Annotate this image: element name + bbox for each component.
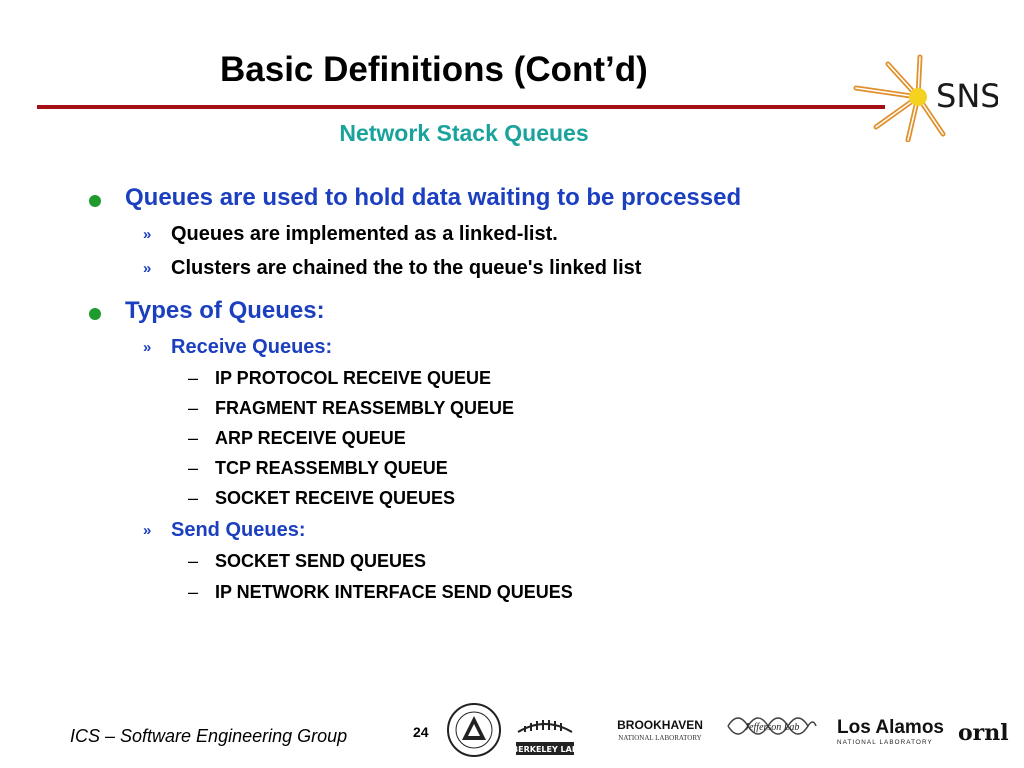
- dash-bullet-icon: –: [188, 488, 199, 508]
- brookhaven-logo: BROOKHAVEN NATIONAL LABORATORY: [617, 718, 703, 742]
- jefferson-lab-text: Jefferson Lab: [745, 722, 800, 733]
- chevron-bullet-icon: »: [143, 522, 152, 539]
- jefferson-lab-logo: Jefferson Lab: [727, 717, 817, 735]
- bullet-level2: Send Queues:: [171, 519, 306, 541]
- bullet-level1: Types of Queues:: [125, 297, 325, 324]
- chevron-bullet-icon: »: [143, 226, 152, 243]
- dash-bullet-icon: –: [188, 458, 199, 478]
- brookhaven-subtext: NATIONAL LABORATORY: [618, 734, 701, 742]
- slide-title: Basic Definitions (Cont’d): [220, 50, 648, 89]
- argonne-seal-logo: [447, 703, 501, 757]
- dash-bullet-icon: –: [188, 368, 199, 388]
- los-alamos-logo: Los Alamos NATIONAL LABORATORY: [837, 717, 944, 746]
- slide-subtitle: Network Stack Queues: [339, 120, 589, 146]
- dash-bullet-icon: –: [188, 398, 199, 418]
- bullet-level3: FRAGMENT REASSEMBLY QUEUE: [215, 398, 515, 418]
- dash-bullet-icon: –: [188, 428, 199, 448]
- chevron-bullet-icon: »: [143, 339, 152, 356]
- sns-logo-text: SNS: [936, 77, 998, 115]
- ornl-logo: ornl: [958, 720, 1009, 746]
- dash-bullet-icon: –: [188, 582, 199, 602]
- los-alamos-text: Los Alamos: [837, 717, 944, 738]
- bullet-level3: SOCKET SEND QUEUES: [215, 551, 427, 571]
- bullet-level2: Clusters are chained the to the queue's …: [171, 257, 642, 279]
- dash-bullet-icon: –: [188, 551, 199, 571]
- bullet-dot-icon: [89, 308, 101, 320]
- bullet-level3: IP NETWORK INTERFACE SEND QUEUES: [215, 582, 573, 602]
- bullet-level3: SOCKET RECEIVE QUEUES: [215, 488, 456, 508]
- bullet-level3: ARP RECEIVE QUEUE: [215, 428, 406, 448]
- title-divider: [37, 105, 885, 109]
- brookhaven-text: BROOKHAVEN: [617, 718, 703, 732]
- bullet-level3: IP PROTOCOL RECEIVE QUEUE: [215, 368, 492, 388]
- bullet-level3: TCP REASSEMBLY QUEUE: [215, 458, 448, 478]
- ornl-text: ornl: [958, 720, 1009, 746]
- bullet-dot-icon: [89, 195, 101, 207]
- bullet-level2: Receive Queues:: [171, 336, 333, 358]
- bullet-level2: Queues are implemented as a linked-list.: [171, 223, 558, 245]
- footer-group-name: ICS – Software Engineering Group: [70, 726, 348, 746]
- page-number: 24: [413, 724, 429, 740]
- chevron-bullet-icon: »: [143, 260, 152, 277]
- berkeley-lab-logo: BERKELEY LAB: [512, 720, 578, 755]
- berkeley-lab-text: BERKELEY LAB: [512, 745, 578, 754]
- sns-logo: SNS: [853, 54, 998, 142]
- bullet-level1: Queues are used to hold data waiting to …: [125, 184, 742, 211]
- los-alamos-subtext: NATIONAL LABORATORY: [837, 739, 933, 746]
